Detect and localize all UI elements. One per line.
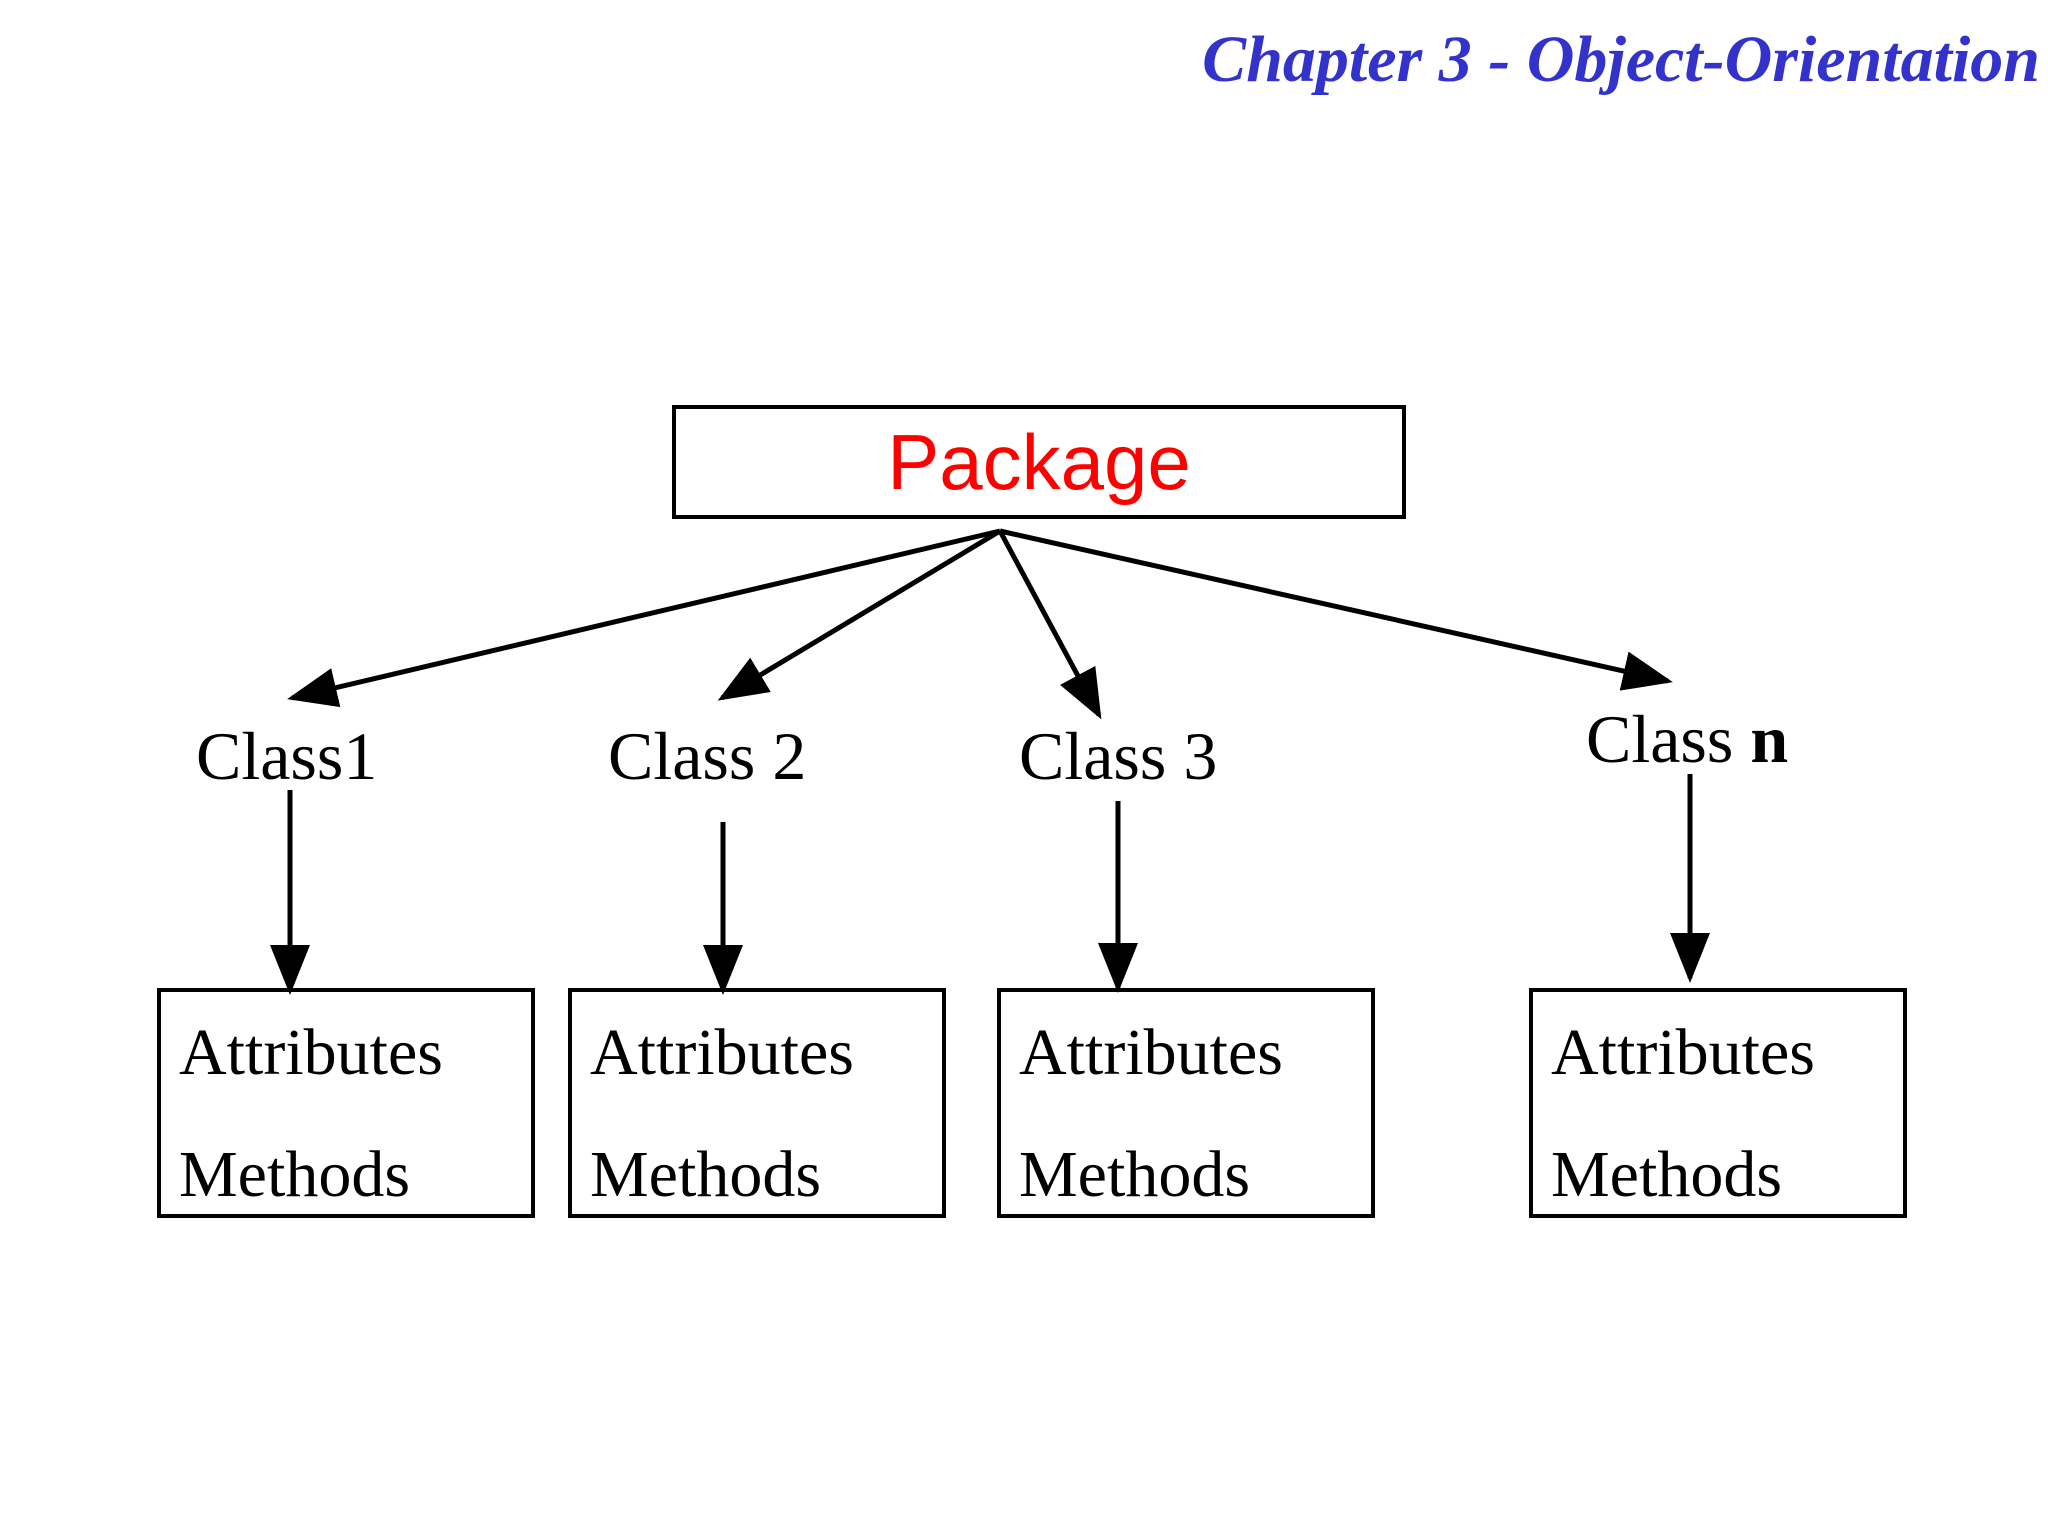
class-name: Class 2 [608, 718, 807, 794]
methods-label: Methods [1551, 1138, 1782, 1211]
members-box-class1: Attributes Methods [157, 988, 535, 1218]
attributes-label: Attributes [590, 1016, 854, 1089]
members-box-class2: Attributes Methods [568, 988, 946, 1218]
arrow-package-to-class1 [287, 528, 1001, 708]
class-label-3: Class 3 [1019, 722, 1217, 790]
class-name: Class1 [196, 718, 378, 794]
attributes-label: Attributes [179, 1016, 443, 1089]
attributes-label: Attributes [1019, 1016, 1283, 1089]
arrow-package-to-class-n [999, 528, 1673, 691]
class-label-n: Class n [1586, 705, 1788, 773]
package-box: Package [672, 405, 1406, 519]
methods-label: Methods [590, 1138, 821, 1211]
class-name: Class 3 [1019, 718, 1218, 794]
members-box-class-n: Attributes Methods [1529, 988, 1907, 1218]
class-suffix: n [1750, 701, 1789, 777]
package-label: Package [887, 418, 1191, 506]
arrow-package-to-class2 [717, 528, 1002, 701]
class-label-2: Class 2 [608, 722, 806, 790]
chapter-title: Chapter 3 - Object-Orientation [1202, 23, 2040, 96]
methods-label: Methods [179, 1138, 410, 1211]
members-box-class3: Attributes Methods [997, 988, 1375, 1218]
methods-label: Methods [1019, 1138, 1250, 1211]
arrow-package-to-class3 [997, 529, 1102, 720]
class-name: Class [1586, 701, 1751, 777]
attributes-label: Attributes [1551, 1016, 1815, 1089]
class-label-1: Class1 [196, 722, 377, 790]
